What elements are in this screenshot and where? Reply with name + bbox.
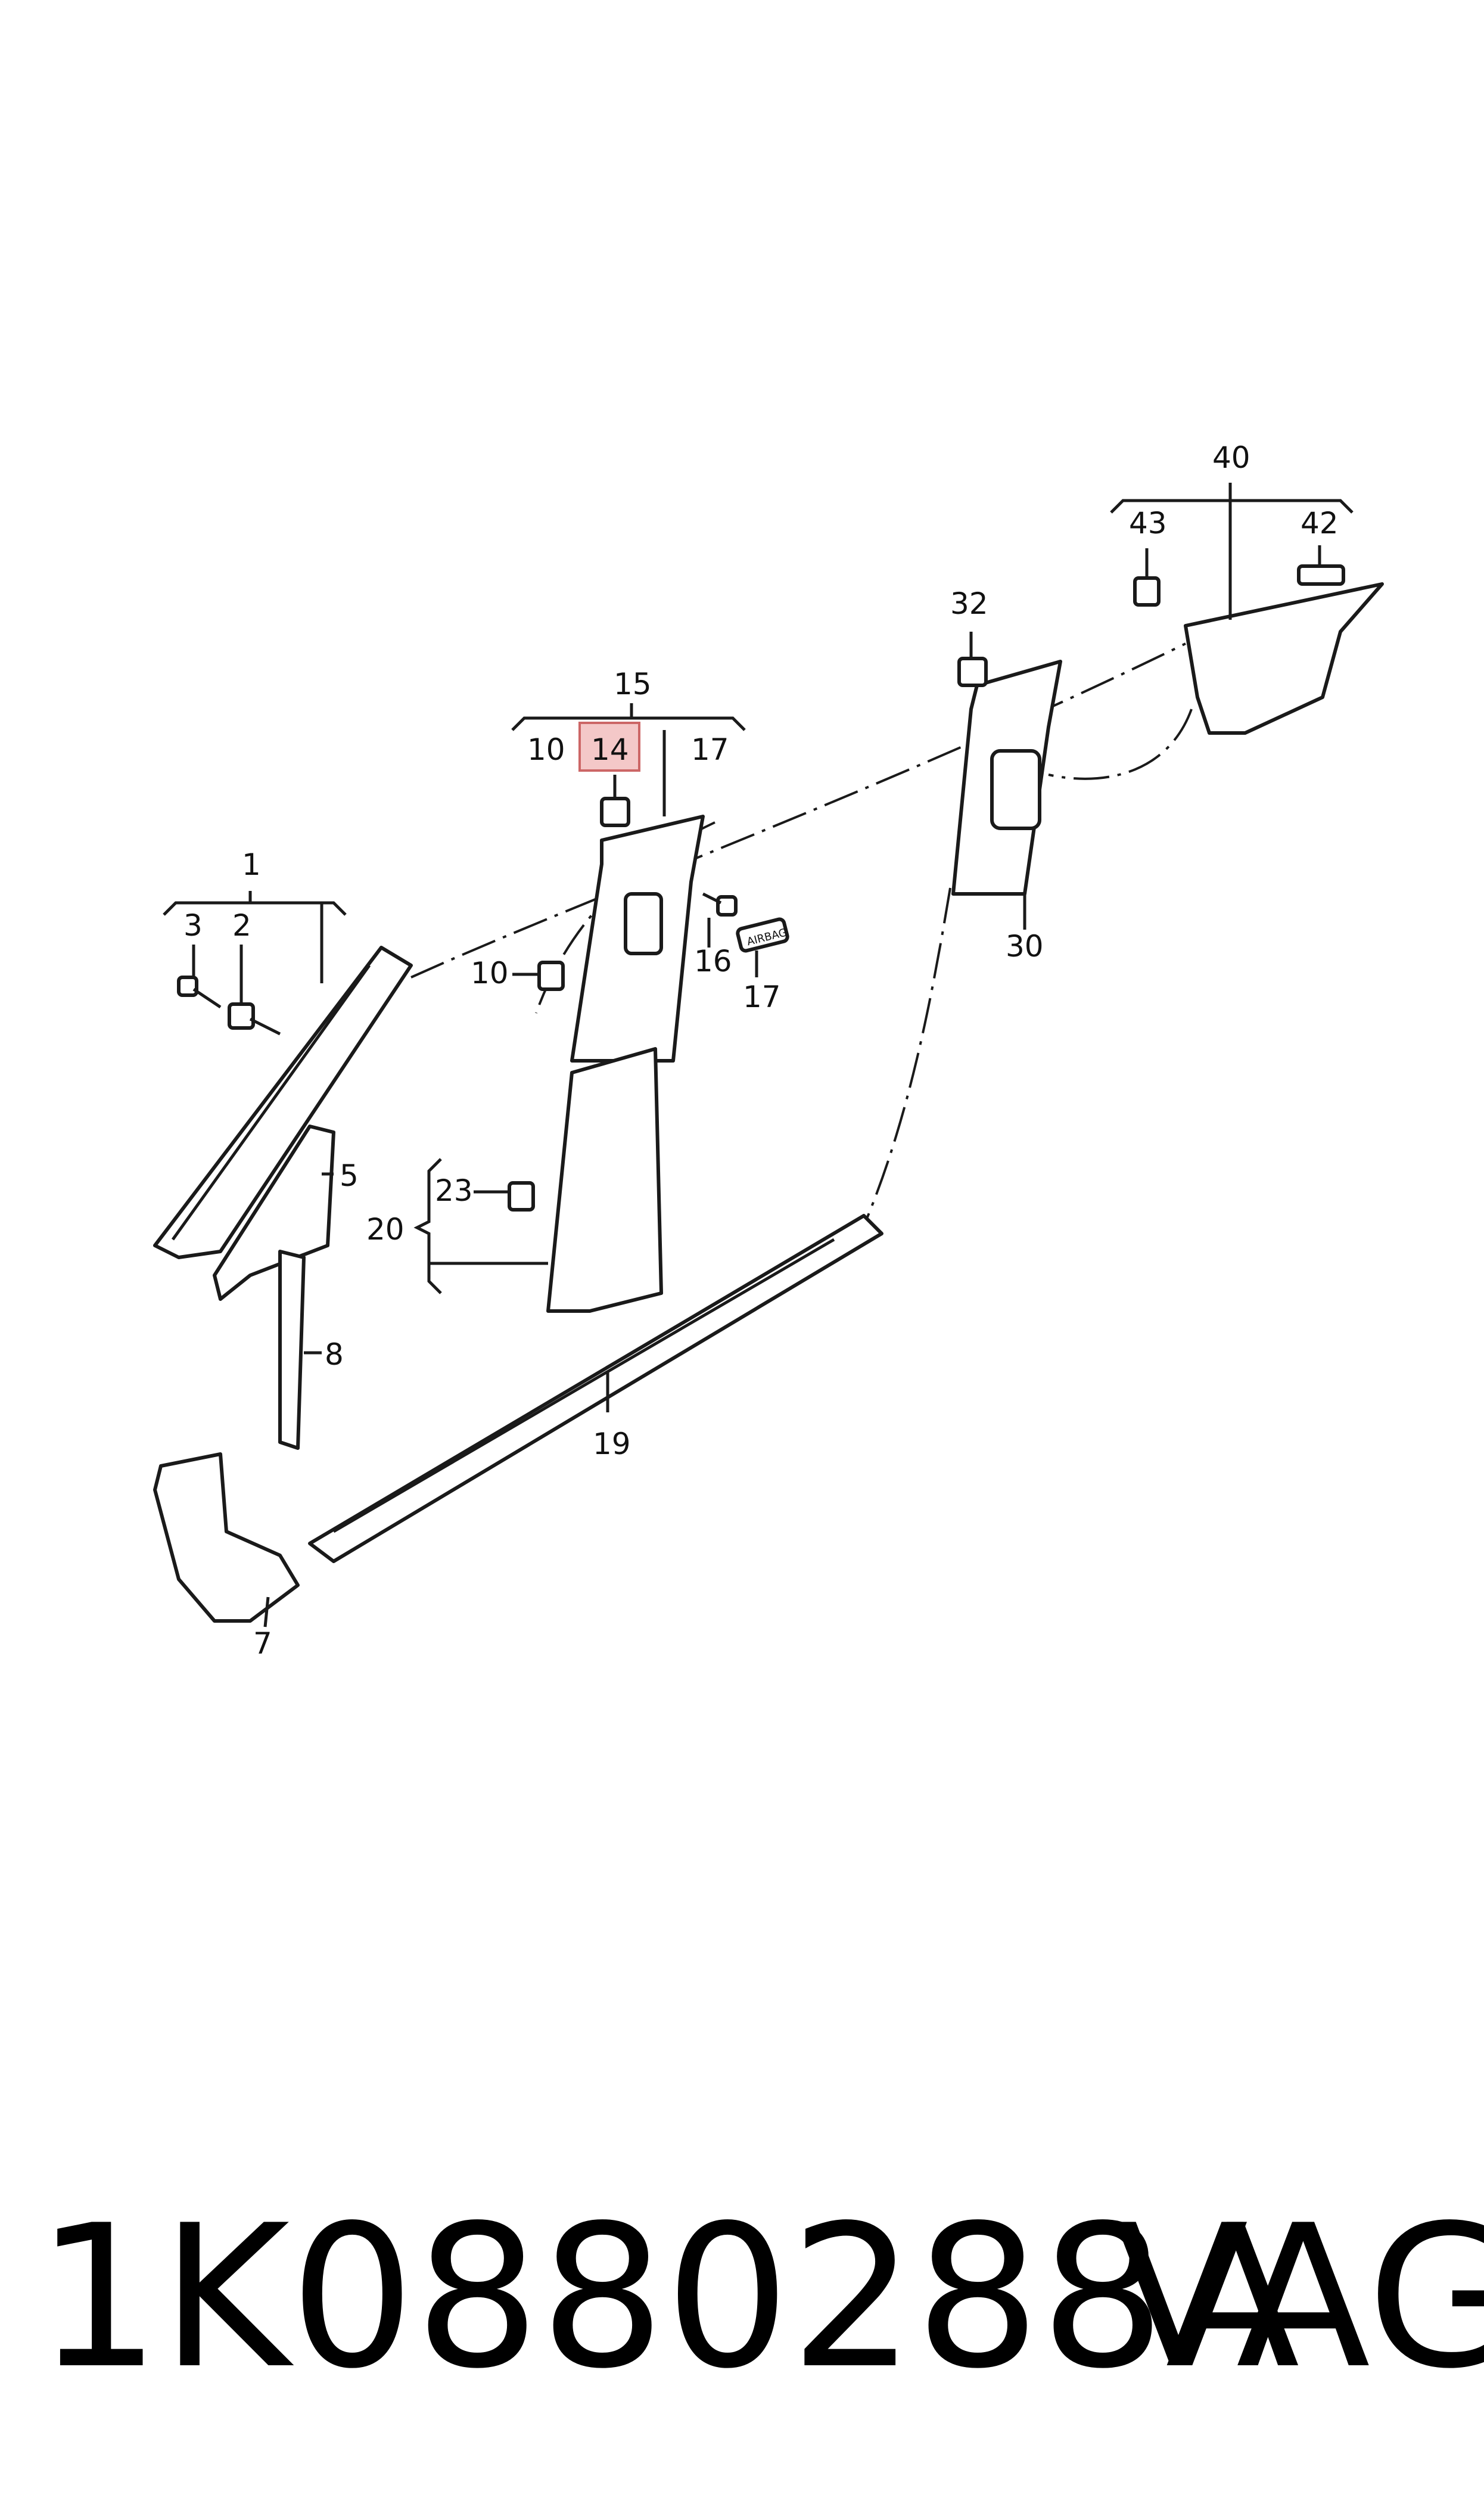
a-pillar-trim — [153, 946, 413, 1259]
callout-10-top: 10 — [527, 732, 565, 767]
callout-23: 23 — [435, 1173, 473, 1208]
kick-panel-part-7 — [153, 1452, 300, 1623]
callout-14: 14 — [591, 732, 629, 767]
rear-trim-part-40 — [1184, 582, 1384, 735]
callout-20: 20 — [366, 1212, 405, 1247]
sill-trim-inlay — [332, 1238, 835, 1533]
a-pillar-trim-edge — [171, 964, 371, 1241]
callout-1: 1 — [242, 847, 261, 882]
callout-30: 30 — [1006, 929, 1044, 964]
sill-trim-part-19 — [308, 1214, 883, 1563]
b-pillar-lower-trim — [546, 1047, 663, 1313]
callout-3: 3 — [183, 908, 203, 943]
callout-40: 40 — [1212, 440, 1250, 475]
callout-14-highlight — [578, 722, 640, 772]
callout-7: 7 — [253, 1626, 272, 1661]
callout-10-left: 10 — [471, 956, 509, 990]
callout-17-top: 17 — [691, 732, 729, 767]
part-number: 1K0880288A — [36, 2183, 1300, 2412]
screw-part-3 — [177, 976, 222, 1009]
door-opening-outline — [410, 642, 1193, 1240]
callout-5: 5 — [340, 1158, 359, 1193]
clip-part-10 — [537, 961, 565, 991]
callout-2: 2 — [232, 908, 251, 943]
callout-43: 43 — [1129, 506, 1167, 541]
belt-adjuster-b-pillar — [624, 892, 663, 955]
brand-name: VAG — [1114, 2183, 1484, 2412]
belt-adjuster-c-pillar — [990, 749, 1041, 830]
bolt-part-2 — [228, 1002, 281, 1036]
callout-42: 42 — [1301, 506, 1339, 541]
callout-15: 15 — [614, 667, 652, 701]
clip-part-42 — [1297, 564, 1345, 586]
airbag-badge-part-17: AIRBAG — [736, 917, 789, 953]
callout-8: 8 — [325, 1337, 344, 1372]
lower-a-pillar-cover — [213, 1125, 335, 1301]
callout-17: 17 — [743, 980, 781, 1014]
strip-part-8 — [278, 1250, 306, 1450]
callout-32: 32 — [950, 586, 988, 621]
callout-19: 19 — [593, 1427, 631, 1461]
clip-part-43 — [1133, 576, 1161, 607]
clip-part-32 — [957, 657, 988, 687]
clip-part-14 — [600, 797, 630, 827]
leader-lines — [163, 483, 1354, 1627]
screw-part-16 — [702, 892, 738, 917]
callout-16: 16 — [694, 944, 732, 979]
clip-part-23 — [508, 1181, 535, 1212]
